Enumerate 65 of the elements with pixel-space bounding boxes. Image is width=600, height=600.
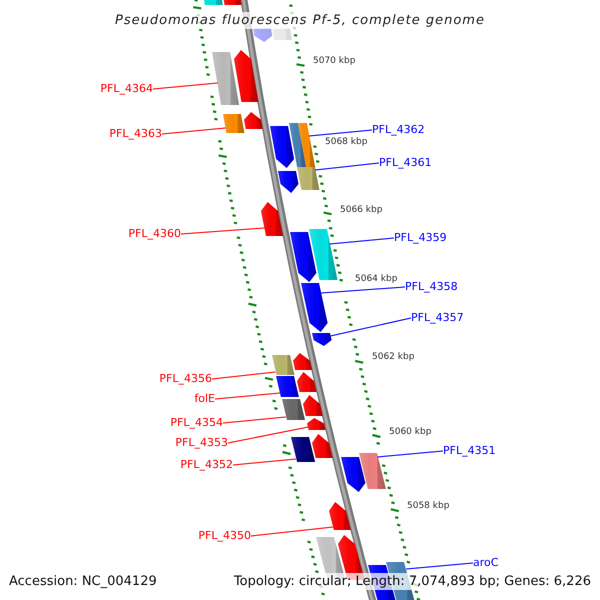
leader-line (232, 458, 296, 466)
gene-label: folE (135, 392, 215, 406)
category-bar (290, 437, 315, 462)
leader-line (330, 318, 412, 336)
scale-label: 5068 kbp (325, 137, 368, 148)
leader-line (250, 526, 334, 536)
gene-label: PFL_4359 (394, 231, 474, 245)
category-bar (358, 453, 386, 489)
gene-label: PFL_4350 (171, 529, 251, 543)
gene-feature (244, 112, 263, 129)
scale-label: 5066 kbp (340, 205, 382, 216)
gene-label: PFL_4351 (443, 444, 523, 458)
gene-label: PFL_4362 (372, 123, 452, 137)
leader-line (406, 562, 474, 570)
gene-feature (302, 395, 323, 416)
gene-feature (340, 457, 365, 492)
leader-line (308, 130, 372, 136)
gene-feature (234, 50, 258, 102)
category-bar (298, 123, 315, 168)
leader-line (228, 426, 309, 444)
gene-label: PFL_4356 (132, 372, 212, 386)
scale-label: 5058 kbp (407, 501, 450, 512)
leader-line (320, 286, 406, 294)
category-bar (308, 229, 338, 280)
category-bar (272, 355, 294, 375)
gene-label: PFL_4360 (101, 227, 181, 241)
gene-label: PFL_4353 (148, 436, 228, 450)
category-bar (282, 399, 305, 420)
category-bar (212, 52, 240, 105)
gene-feature (312, 333, 332, 346)
gene-label: PFL_4357 (411, 311, 491, 325)
gene-label: aroC (473, 556, 553, 570)
leader-line (212, 372, 276, 380)
gene-feature (292, 353, 312, 370)
leader-line (162, 128, 226, 134)
gene-feature (278, 171, 299, 193)
leader-line (180, 228, 265, 234)
scale-label: 5070 kbp (313, 56, 356, 67)
leader-line (152, 82, 218, 90)
gene-label: PFL_4358 (405, 280, 485, 294)
leader-line (222, 416, 286, 424)
gene-feature (312, 434, 333, 458)
leader-line (377, 450, 444, 458)
scale-label: 5062 kbp (372, 352, 414, 363)
gene-feature (270, 126, 294, 168)
category-bar (222, 114, 244, 133)
scale-label: 5064 kbp (355, 274, 398, 285)
gene-feature (253, 28, 273, 42)
leader-line (314, 162, 380, 170)
gene-feature (329, 502, 351, 530)
accession-text: Accession: NC_004129 (7, 573, 159, 590)
gene-label: PFL_4361 (379, 156, 459, 170)
gene-feature (261, 202, 284, 236)
category-bar (276, 376, 300, 397)
genome-info-text: Topology: circular; Length: 7,074,893 bp; Genes: 6,226 (232, 573, 593, 590)
gene-label: PFL_4363 (82, 127, 162, 141)
scale-label: 5060 kbp (389, 427, 432, 438)
gene-feature (297, 372, 317, 392)
category-bar (296, 167, 320, 190)
leader-line (214, 392, 281, 400)
gene-label: PFL_4352 (153, 458, 233, 472)
leader-line (329, 238, 394, 244)
gene-label: PFL_4354 (143, 416, 223, 430)
gene-label: PFL_4364 (73, 82, 153, 96)
gene-feature (307, 418, 326, 430)
